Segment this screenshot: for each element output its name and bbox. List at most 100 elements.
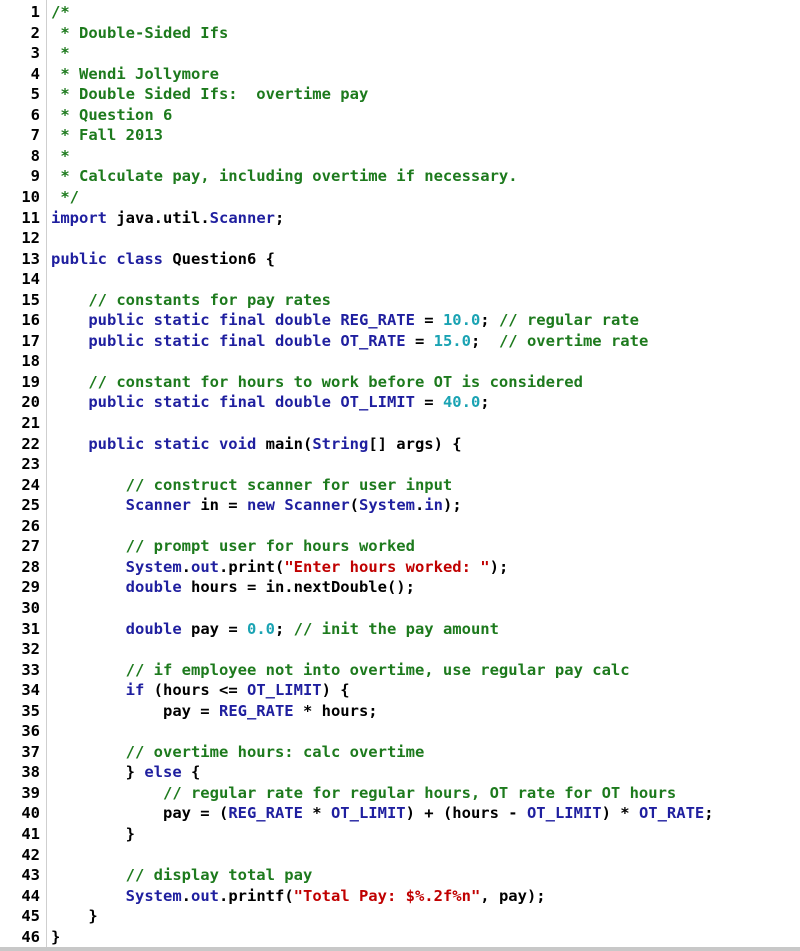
code-line[interactable]: 36 (0, 721, 800, 742)
code-token: System (359, 496, 415, 515)
code-token: ; (274, 619, 294, 638)
code-line[interactable]: 24 // construct scanner for user input (0, 475, 800, 496)
code-line[interactable]: 22 public static void main(String[] args… (0, 434, 800, 455)
code-token: ; (704, 804, 714, 823)
line-number: 37 (21, 742, 40, 761)
code-text: // constant for hours to work before OT … (51, 372, 583, 393)
code-line[interactable]: 34 if (hours <= OT_LIMIT) { (0, 680, 800, 701)
line-number: 21 (21, 414, 40, 432)
code-token: .print( (219, 557, 285, 576)
line-number: 40 (21, 804, 40, 823)
code-line[interactable]: 18 (0, 351, 800, 372)
code-line[interactable]: 44 System.out.printf("Total Pay: $%.2f%n… (0, 886, 800, 907)
line-number: 18 (21, 352, 40, 371)
code-line[interactable]: 43 // display total pay (0, 865, 800, 886)
code-token (51, 578, 126, 596)
code-line[interactable]: 10 */ (0, 187, 800, 208)
line-number: 26 (21, 516, 40, 535)
code-text: public static final double OT_RATE = 15.… (51, 331, 648, 352)
code-text: * Calculate pay, including overtime if n… (51, 166, 517, 187)
code-line[interactable]: 30 (0, 598, 800, 619)
code-token: in (424, 496, 444, 515)
code-token (51, 743, 126, 761)
line-number: 43 (21, 866, 40, 885)
code-line[interactable]: 46} (0, 927, 800, 947)
code-token: } (51, 763, 145, 782)
code-line[interactable]: 41 } (0, 824, 800, 845)
code-line[interactable]: 26 (0, 516, 800, 537)
code-line[interactable]: 19 // constant for hours to work before … (0, 372, 800, 393)
code-token: = (414, 311, 443, 330)
code-token: . (181, 557, 191, 576)
code-line[interactable]: 2 * Double-Sided Ifs (0, 23, 800, 44)
code-token: System (125, 557, 182, 576)
code-line[interactable]: 1/* (0, 2, 800, 23)
code-line[interactable]: 17 public static final double OT_RATE = … (0, 331, 800, 352)
code-text: * Fall 2013 (51, 125, 163, 146)
code-line[interactable]: 37 // overtime hours: calc overtime (0, 742, 800, 763)
code-line[interactable]: 23 (0, 454, 800, 475)
code-line[interactable]: 29 double hours = in.nextDouble(); (0, 577, 800, 598)
code-token: Scanner (125, 496, 191, 515)
line-number: 30 (21, 598, 40, 617)
code-token: 10.0 (442, 311, 481, 330)
code-token (51, 558, 126, 576)
code-token: "Enter hours worked: " (284, 557, 490, 576)
code-token: ; (480, 393, 490, 412)
code-text: * (51, 146, 70, 167)
line-number: 14 (21, 270, 40, 289)
code-token: = (405, 331, 434, 350)
code-token: pay = (51, 701, 219, 720)
code-line[interactable]: 16 public static final double REG_RATE =… (0, 310, 800, 331)
code-line[interactable]: 5 * Double Sided Ifs: overtime pay (0, 84, 800, 105)
code-line[interactable]: 8 * (0, 146, 800, 167)
code-line[interactable]: 33 // if employee not into overtime, use… (0, 660, 800, 681)
code-line[interactable]: 25 Scanner in = new Scanner(System.in); (0, 495, 800, 516)
code-token: . (415, 496, 425, 515)
code-line[interactable]: 35 pay = REG_RATE * hours; (0, 701, 800, 722)
code-line[interactable]: 42 (0, 845, 800, 866)
code-token: OT_RATE (638, 804, 705, 823)
code-line[interactable]: 40 pay = (REG_RATE * OT_LIMIT) + (hours … (0, 803, 800, 824)
code-line[interactable]: 31 double pay = 0.0; // init the pay amo… (0, 619, 800, 640)
line-number: 45 (21, 907, 40, 926)
code-line[interactable]: 20 public static final double OT_LIMIT =… (0, 392, 800, 413)
code-token: // overtime rate (498, 331, 649, 350)
code-text: } else { (51, 762, 201, 783)
code-token: 40.0 (442, 393, 481, 412)
line-number: 3 (30, 44, 40, 63)
code-token (51, 620, 126, 638)
code-token: main( (256, 434, 313, 453)
code-line[interactable]: 38 } else { (0, 762, 800, 783)
code-text: pay = REG_RATE * hours; (51, 701, 378, 722)
code-token (51, 537, 126, 555)
code-line[interactable]: 15 // constants for pay rates (0, 290, 800, 311)
code-line[interactable]: 12 (0, 228, 800, 249)
code-token: hours = in.nextDouble(); (181, 578, 415, 597)
code-line[interactable]: 21 (0, 413, 800, 434)
code-line[interactable]: 6 * Question 6 (0, 105, 800, 126)
code-token: ; (274, 208, 285, 227)
code-line[interactable]: 27 // prompt user for hours worked (0, 536, 800, 557)
code-line[interactable]: 3 * (0, 43, 800, 64)
code-token: * (51, 146, 70, 165)
code-line[interactable]: 7 * Fall 2013 (0, 125, 800, 146)
code-text: System.out.print("Enter hours worked: ")… (51, 557, 509, 578)
code-line[interactable]: 32 (0, 639, 800, 660)
code-text: // prompt user for hours worked (51, 536, 415, 557)
code-line[interactable]: 14 (0, 269, 800, 290)
code-line[interactable]: 9 * Calculate pay, including overtime if… (0, 166, 800, 187)
code-token: * (302, 804, 331, 823)
code-token: (hours <= (144, 681, 247, 700)
code-line[interactable]: 45 } (0, 906, 800, 927)
code-line[interactable]: 4 * Wendi Jollymore (0, 64, 800, 85)
code-line[interactable]: 39 // regular rate for regular hours, OT… (0, 783, 800, 804)
code-line[interactable]: 28 System.out.print("Enter hours worked:… (0, 557, 800, 578)
line-number: 44 (21, 886, 40, 905)
code-token (51, 784, 163, 802)
line-number: 20 (21, 393, 40, 412)
code-text: // display total pay (51, 865, 313, 886)
